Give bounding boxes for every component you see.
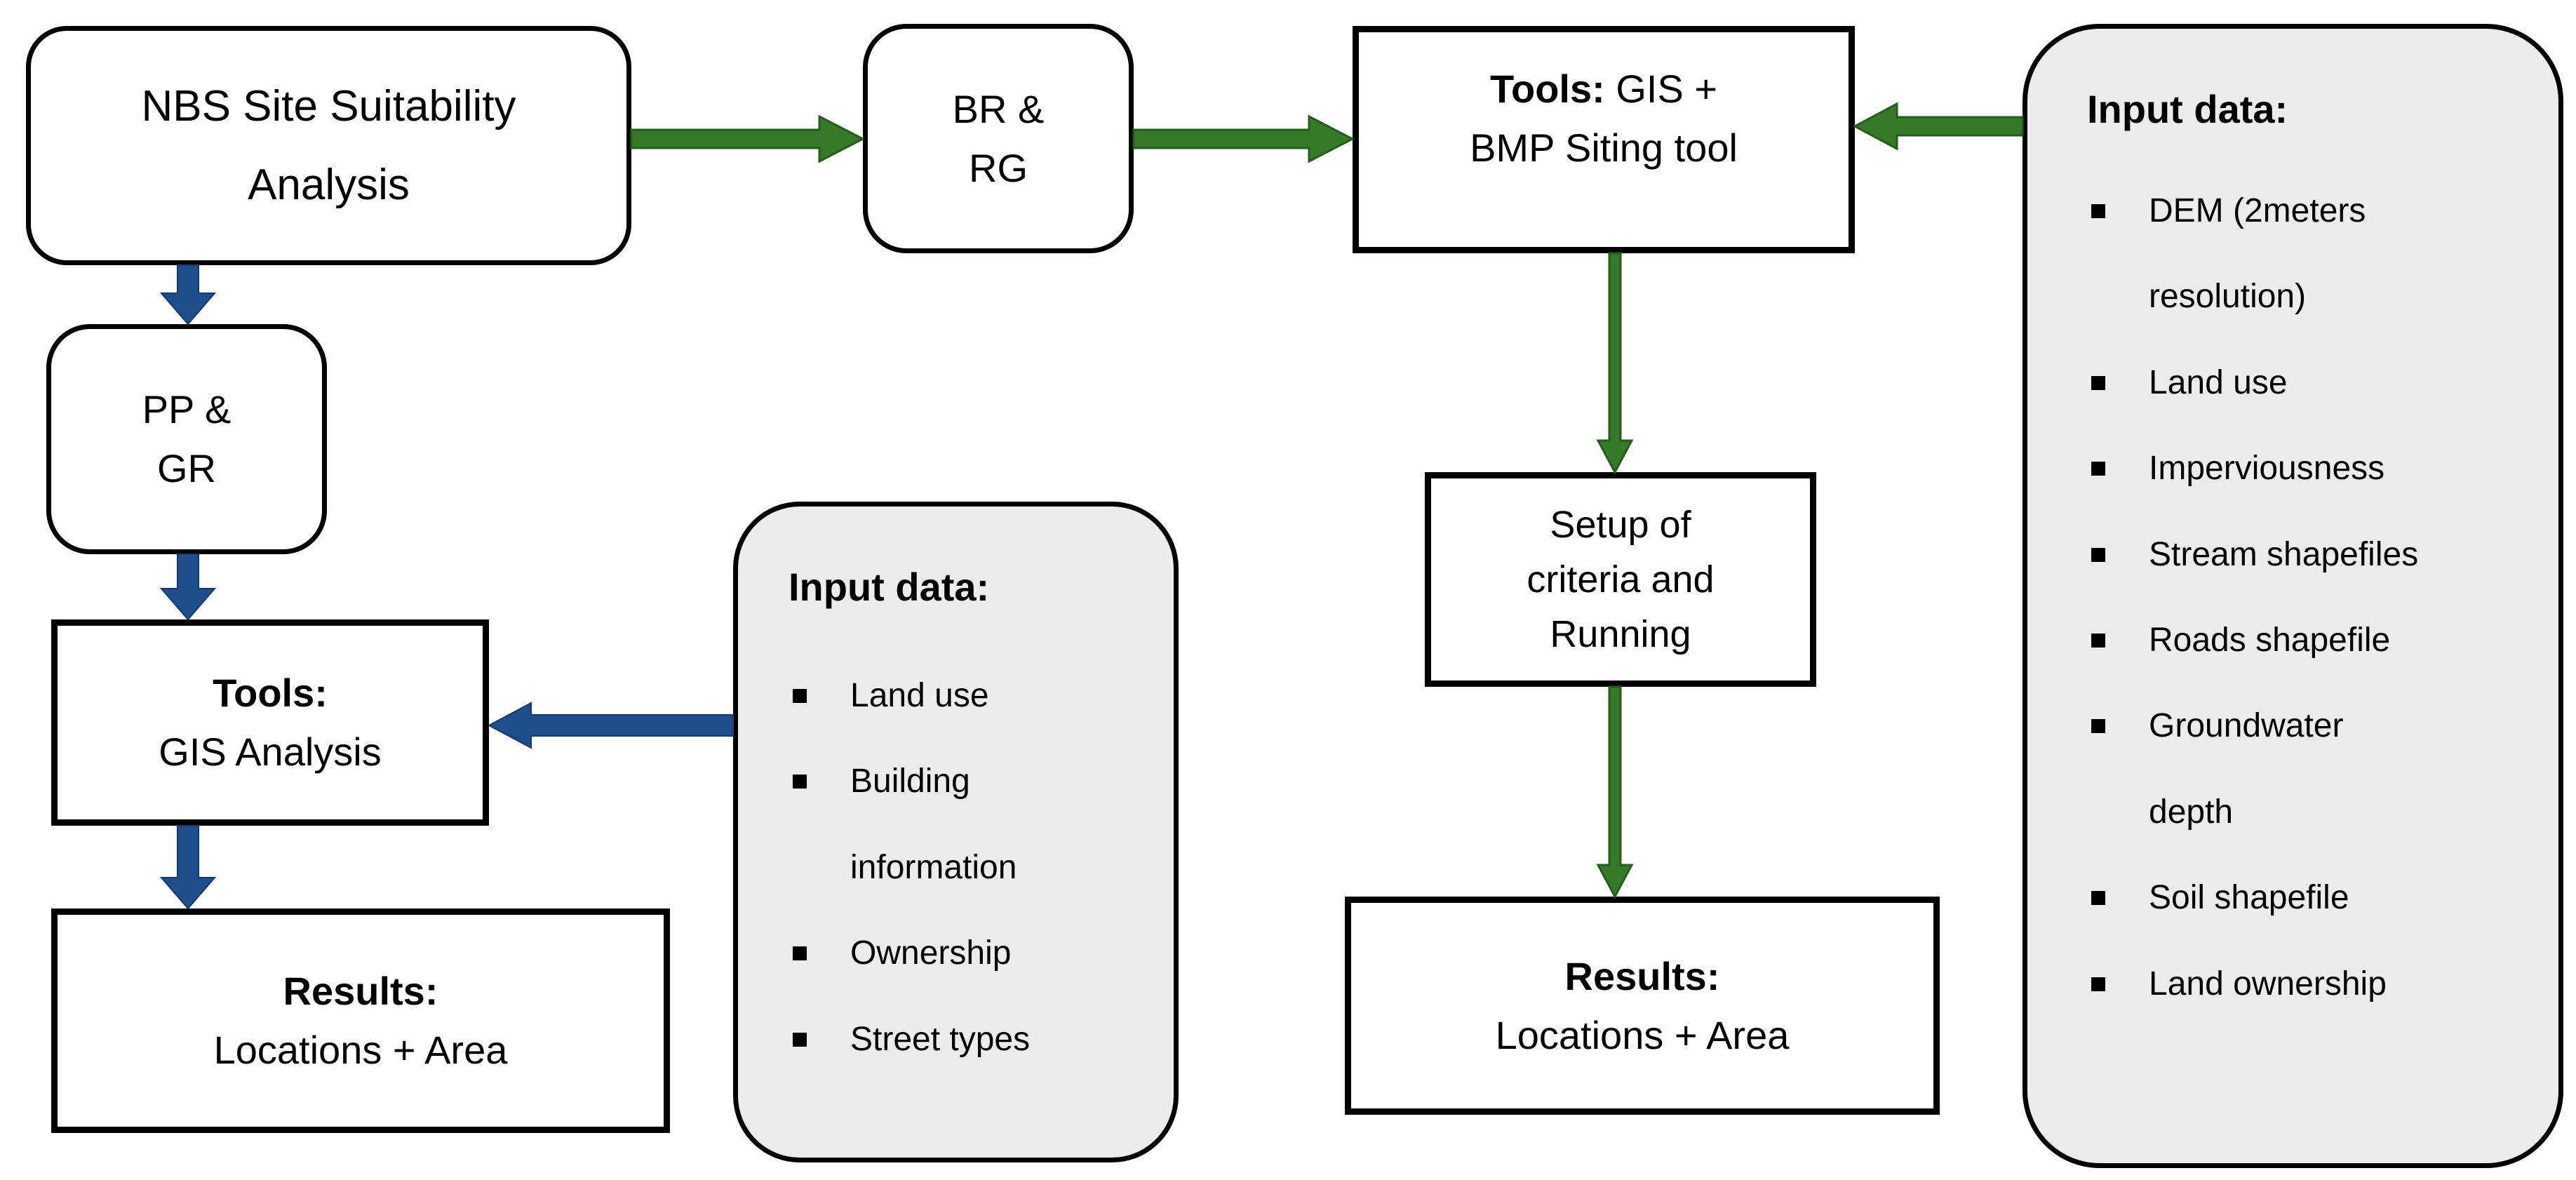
- node-label: Results:: [1564, 953, 1720, 998]
- list-item: Land ownership: [2087, 941, 2424, 1027]
- list-item: Soil shapefile: [2087, 855, 2424, 941]
- node-tools-gis-bmp: Tools: GIS + BMP Siting tool: [1353, 26, 1855, 253]
- node-label: NBS Site Suitability: [141, 81, 516, 130]
- arrow-down-icon-nbs-to-ppgr: [159, 264, 217, 326]
- node-label: GR: [157, 446, 216, 490]
- bullet-icon: [2091, 719, 2105, 734]
- list-item: Land use: [2087, 340, 2424, 426]
- arrow-right-icon-brrg-to-tools: [1132, 114, 1355, 163]
- list-item: Groundwater depth: [2087, 683, 2424, 855]
- bullet-icon: [793, 689, 807, 703]
- input-data-box-right: Input data: DEM (2meters resolution) Lan…: [2022, 24, 2563, 1168]
- bullet-icon: [793, 946, 807, 961]
- node-label: PP &: [142, 387, 232, 431]
- node-label: BMP Siting tool: [1470, 126, 1738, 170]
- arrow-left-icon-midinput-to-toolsgis: [487, 702, 734, 749]
- list-item: Land use: [789, 653, 1125, 739]
- node-label: BR &: [952, 86, 1045, 131]
- node-label: Running: [1550, 613, 1691, 656]
- arrow-left-icon-rightinput-to-tools: [1852, 102, 2024, 151]
- list-item: Building information: [789, 739, 1125, 911]
- input-data-list: DEM (2meters resolution) Land use Imperv…: [2087, 168, 2537, 1027]
- arrow-down-icon-setup-to-results: [1596, 685, 1634, 899]
- node-nbs-site-suitability: NBS Site Suitability Analysis: [26, 26, 631, 265]
- node-label: Tools:: [213, 671, 328, 715]
- node-br-rg: BR & RG: [863, 24, 1134, 253]
- input-data-list: Land use Building information Ownership …: [789, 653, 1153, 1082]
- node-label: Setup of: [1550, 503, 1691, 546]
- node-results-right: Results: Locations + Area: [1345, 897, 1940, 1115]
- node-label: GIS Analysis: [159, 730, 382, 774]
- bullet-icon: [2091, 977, 2105, 991]
- input-data-heading: Input data:: [2087, 87, 2288, 131]
- bullet-icon: [793, 775, 807, 789]
- list-item: Ownership: [789, 911, 1125, 996]
- node-tools-gis-analysis: Tools: GIS Analysis: [51, 619, 489, 826]
- input-data-heading: Input data:: [789, 565, 990, 609]
- bullet-icon: [2091, 891, 2105, 906]
- node-setup-criteria-running: Setup of criteria and Running: [1425, 472, 1816, 687]
- bullet-icon: [2091, 547, 2105, 562]
- list-item: Stream shapefiles: [2087, 512, 2424, 598]
- list-item: DEM (2meters resolution): [2087, 168, 2424, 340]
- node-label: RG: [969, 145, 1028, 190]
- node-label: Results:: [283, 969, 438, 1013]
- list-item: Imperviousness: [2087, 426, 2424, 511]
- arrow-down-icon-ppgr-to-toolsgis: [159, 554, 217, 621]
- bullet-icon: [2091, 204, 2105, 218]
- bullet-icon: [2091, 375, 2105, 390]
- arrow-down-icon-toolsgis-to-results: [159, 825, 217, 910]
- node-results-left: Results: Locations + Area: [51, 909, 670, 1133]
- node-label: Locations + Area: [213, 1028, 508, 1072]
- list-item: Street types: [789, 997, 1125, 1082]
- node-label: Tools: GIS +: [1489, 67, 1718, 111]
- node-label: Locations + Area: [1495, 1012, 1790, 1057]
- bullet-icon: [2091, 462, 2105, 476]
- input-data-box-middle: Input data: Land use Building informatio…: [733, 502, 1179, 1162]
- arrow-right-icon-nbs-to-brrg: [630, 114, 866, 163]
- node-label: criteria and: [1527, 558, 1715, 601]
- node-pp-gr: PP & GR: [46, 324, 327, 554]
- bullet-icon: [793, 1032, 807, 1047]
- bullet-icon: [2091, 633, 2105, 648]
- list-item: Roads shapefile: [2087, 598, 2424, 683]
- node-label: Analysis: [248, 160, 410, 209]
- arrow-down-icon-tools-to-setup: [1596, 252, 1634, 475]
